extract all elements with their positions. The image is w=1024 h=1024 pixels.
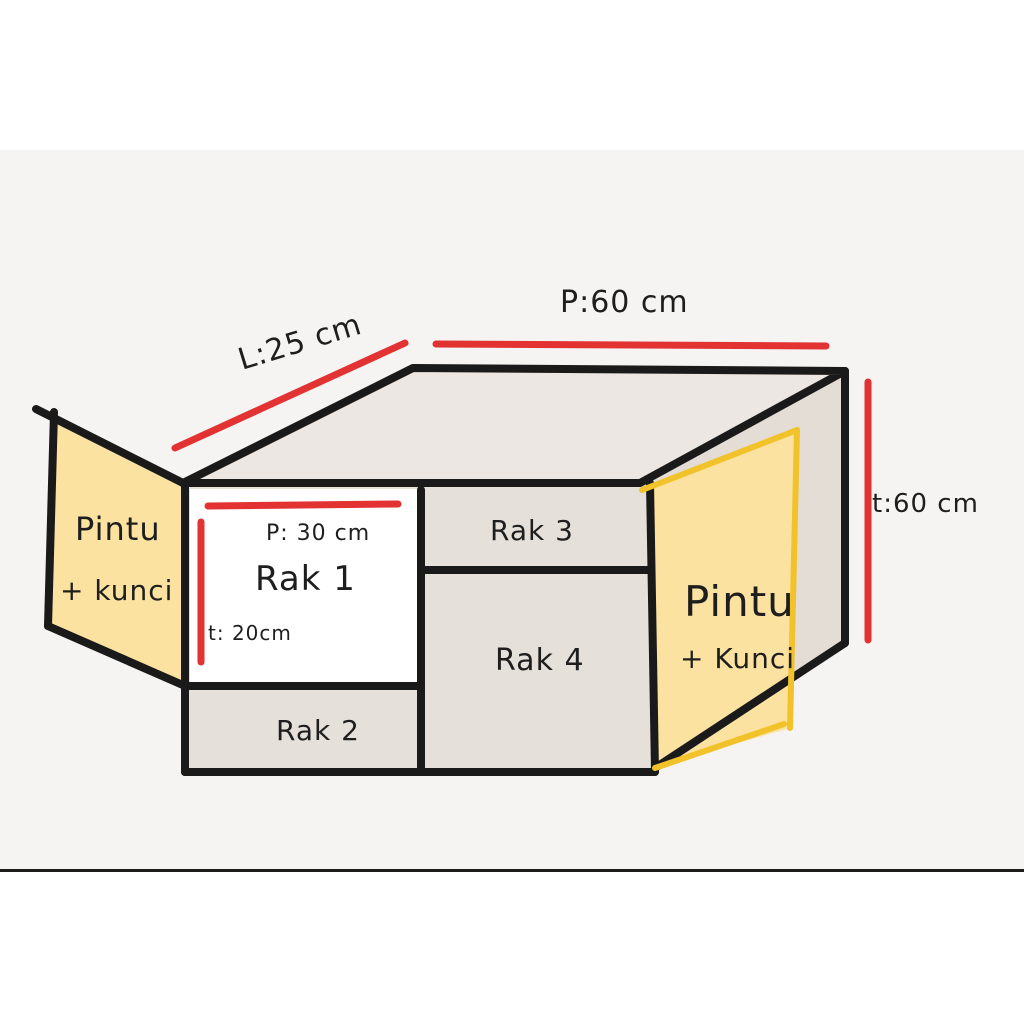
length-measure-line — [432, 340, 830, 350]
right-door-edges — [639, 427, 800, 771]
rak3-label: Rak 3 — [490, 514, 574, 547]
bottom-divider-line — [0, 869, 1024, 872]
right-door-label-line1: Pintu — [684, 577, 795, 626]
cabinet-outline — [32, 364, 849, 776]
rak1-length-label: P: 30 cm — [266, 521, 370, 546]
cabinet-top-face — [183, 368, 845, 483]
rak2-label: Rak 2 — [276, 714, 360, 747]
left-door[interactable] — [48, 420, 185, 686]
rak1-title: Rak 1 — [255, 559, 356, 599]
rak4-label: Rak 4 — [495, 643, 585, 678]
measurement-lines — [171, 339, 872, 666]
rak1-compartment — [190, 489, 418, 685]
height-right-label: t:60 cm — [872, 489, 979, 519]
right-door[interactable] — [650, 430, 797, 768]
rak1-height-label: t: 20cm — [208, 621, 292, 645]
length-top-label: P:60 cm — [560, 285, 689, 320]
right-door-label-line2: + Kunci — [680, 642, 795, 675]
left-door-label-line1: Pintu — [75, 510, 161, 548]
width-measure-line — [171, 339, 409, 452]
left-door-label-line2: + kunci — [60, 574, 173, 607]
rak1-length-measure-line — [204, 500, 402, 510]
